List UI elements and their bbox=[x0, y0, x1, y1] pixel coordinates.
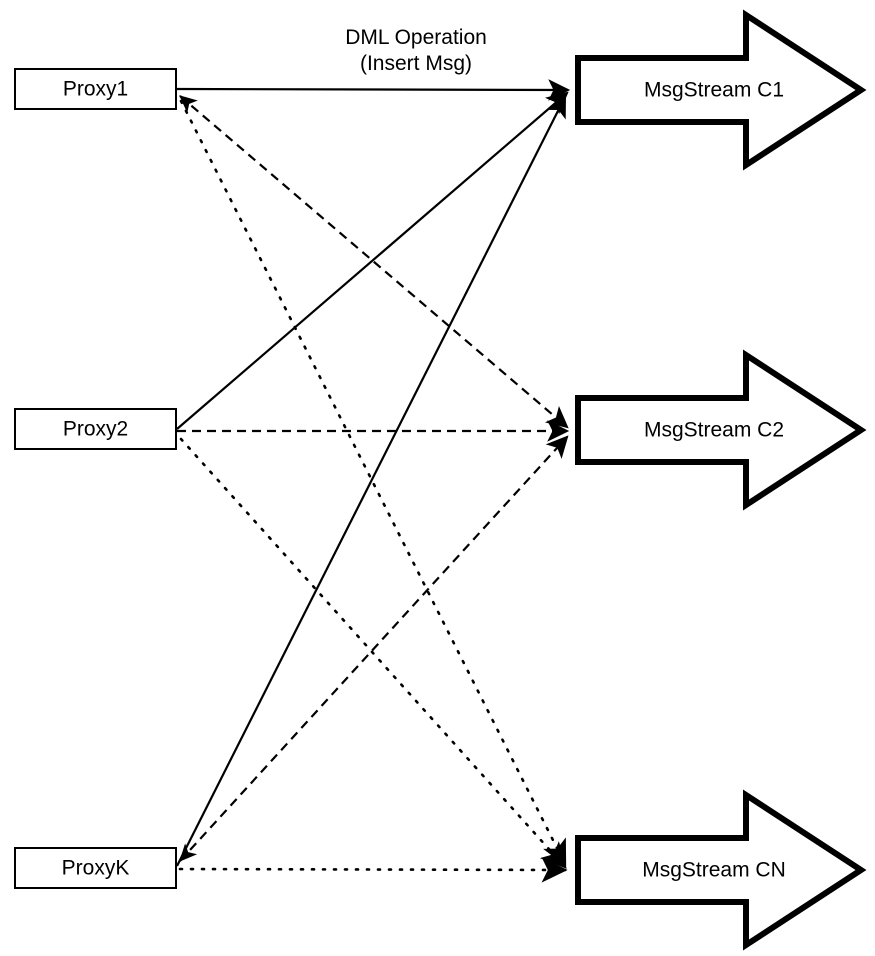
proxy2-label: Proxy2 bbox=[63, 418, 128, 441]
proxy-node-proxy2[interactable]: Proxy2 bbox=[14, 408, 177, 450]
proxy-node-proxy1[interactable]: Proxy1 bbox=[14, 68, 177, 110]
msgstream-cn-arrow-shape[interactable] bbox=[575, 789, 867, 951]
edge-group-solid bbox=[176, 79, 571, 867]
proxy-node-proxyk[interactable]: ProxyK bbox=[14, 847, 177, 889]
edge-proxyk-to-c2[interactable] bbox=[179, 435, 569, 862]
edge-proxy2-to-cn[interactable] bbox=[179, 437, 567, 869]
dml-operation-annotation: DML Operation (Insert Msg) bbox=[345, 26, 487, 75]
edge-group-dotted bbox=[178, 99, 568, 883]
proxyk-box[interactable] bbox=[14, 847, 177, 889]
msgstream-c1-arrow-shape[interactable] bbox=[575, 9, 867, 171]
msgstream-c2-arrow-shape[interactable] bbox=[575, 349, 867, 511]
msgstream-c2-label: MsgStream C2 bbox=[644, 419, 784, 442]
edge-proxyk-to-cn[interactable] bbox=[178, 857, 568, 883]
msgstream-node-c1[interactable]: MsgStream C1 bbox=[575, 9, 867, 171]
edge-proxy1-to-cn[interactable] bbox=[179, 99, 567, 867]
msgstream-cn-label: MsgStream CN bbox=[642, 859, 786, 882]
dml-operation-line1: DML Operation bbox=[345, 26, 487, 49]
dml-operation-line2: (Insert Msg) bbox=[360, 52, 472, 75]
msgstream-node-cn[interactable]: MsgStream CN bbox=[575, 789, 867, 951]
msgstream-c1-label: MsgStream C1 bbox=[644, 79, 784, 102]
proxy1-label: Proxy1 bbox=[63, 78, 128, 101]
edge-group-dashed bbox=[177, 95, 570, 862]
msgstream-node-c2[interactable]: MsgStream C2 bbox=[575, 349, 867, 511]
edge-proxy1-to-c2[interactable] bbox=[179, 95, 569, 429]
proxy2-box[interactable] bbox=[14, 408, 177, 450]
edge-proxy1-to-c1[interactable] bbox=[176, 79, 571, 101]
proxyk-label: ProxyK bbox=[62, 857, 130, 880]
edge-proxy2-to-c1[interactable] bbox=[176, 91, 569, 430]
proxy1-box[interactable] bbox=[14, 68, 177, 110]
